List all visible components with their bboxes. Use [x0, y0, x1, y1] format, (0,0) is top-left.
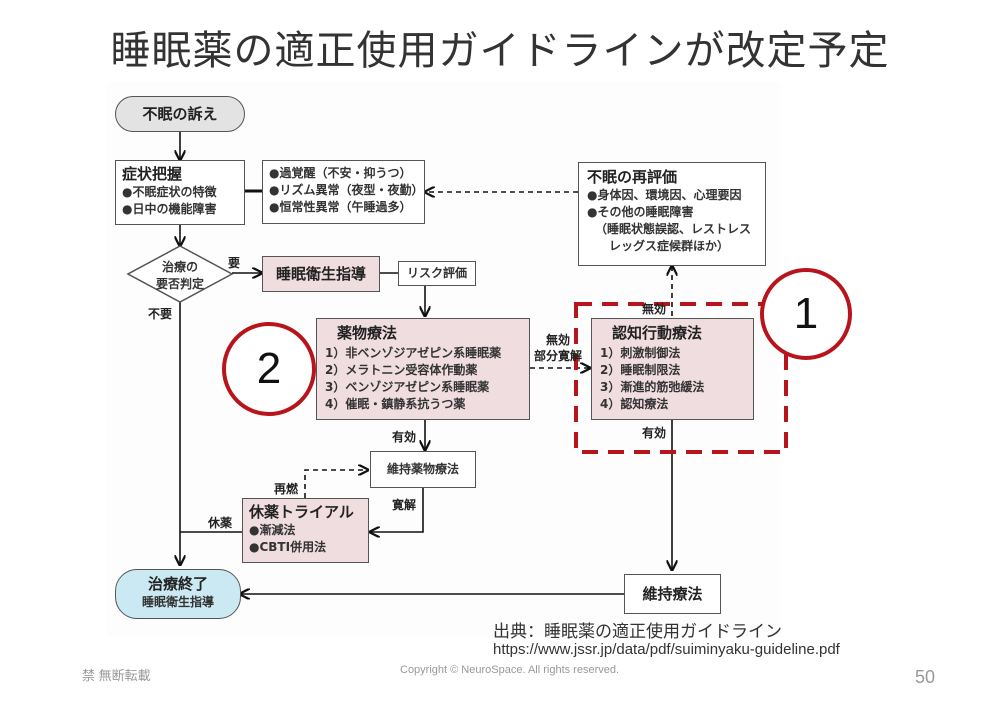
symptom-node: 症状把握 ●不眠症状の特徴 ●日中の機能障害 [115, 160, 245, 225]
differential-item: ●リズム異常（夜型・夜勤） [269, 183, 424, 197]
end-node: 治療終了 睡眠衛生指導 [115, 569, 241, 619]
risk-node: リスク評価 [398, 261, 476, 286]
differential-node: ●過覚醒（不安・抑うつ） ●リズム異常（夜型・夜勤） ●恒常性異常（午睡過多） [262, 160, 425, 224]
reassess-title: 不眠の再評価 [587, 168, 678, 186]
label-no-need: 不要 [148, 307, 173, 321]
marker-one-text: 1 [793, 289, 819, 338]
decision-line2: 要否判定 [155, 277, 204, 291]
cbt-item: 1）刺激制御法 [600, 346, 681, 360]
label-need: 要 [228, 256, 241, 270]
reassess-node: 不眠の再評価 ●身体因、環境因、心理要因 ●その他の睡眠障害 （睡眠状態誤認、レ… [578, 162, 766, 266]
complaint-node: 不眠の訴え [115, 96, 245, 132]
label-ineffective-cbt: 無効 [642, 302, 667, 316]
arrow-maintdrug-trial [370, 488, 424, 532]
trial-item: ●漸減法 [249, 523, 296, 537]
cbt-node: 認知行動療法 1）刺激制御法 2）睡眠制限法 3）漸進的筋弛緩法 4）認知療法 [591, 318, 754, 420]
reassess-item: ●身体因、環境因、心理要因 [587, 188, 742, 202]
drug-item: 2）メラトニン受容体作動薬 [325, 363, 478, 377]
cbt-item: 2）睡眠制限法 [600, 363, 681, 377]
risk-text: リスク評価 [406, 266, 467, 280]
maintenance-drug-node: 維持薬物療法 [370, 451, 476, 488]
source-label: 出典：睡眠薬の適正使用ガイドライン [493, 622, 782, 642]
footer-no-reproduction: 禁 無断転載 [82, 668, 151, 683]
reassess-item: ●その他の睡眠障害 [587, 205, 694, 219]
maintenance-node: 維持療法 [624, 574, 721, 614]
differential-item: ●過覚醒（不安・抑うつ） [269, 166, 412, 180]
reassess-item: レッグス症候群ほか） [609, 239, 730, 253]
trial-title: 休薬トライアル [249, 503, 354, 521]
source-url[interactable]: https://www.jssr.jp/data/pdf/suiminyaku-… [493, 641, 840, 658]
marker-two: 2 [222, 322, 316, 416]
trial-node: 休薬トライアル ●漸減法 ●CBTI併用法 [242, 498, 369, 563]
drug-item: 4）催眠・鎮静系抗うつ薬 [325, 397, 466, 411]
marker-one: 1 [760, 268, 852, 360]
complaint-text: 不眠の訴え [142, 105, 218, 123]
label-relapse: 再燃 [274, 482, 299, 496]
hygiene-node: 睡眠衛生指導 [262, 256, 380, 292]
end-sub: 睡眠衛生指導 [141, 595, 214, 609]
marker-two-text: 2 [256, 344, 282, 393]
maintenance-drug-text: 維持薬物療法 [386, 462, 459, 476]
end-title: 治療終了 [147, 575, 208, 593]
label-withdraw: 休薬 [208, 516, 233, 530]
drug-item: 3）ベンゾジアゼピン系睡眠薬 [325, 380, 490, 394]
hygiene-text: 睡眠衛生指導 [275, 265, 366, 283]
reassess-item: （睡眠状態誤認、レストレス [595, 222, 752, 236]
decision-diamond [126, 245, 234, 303]
label-effective-drug: 有効 [392, 430, 417, 444]
symptom-title: 症状把握 [122, 165, 183, 183]
symptom-item: ●不眠症状の特徴 [122, 185, 217, 199]
footer-copyright: Copyright © NeuroSpace. All rights reser… [400, 664, 620, 676]
differential-item: ●恒常性異常（午睡過多） [269, 200, 412, 214]
page-number: 50 [915, 667, 936, 687]
drug-therapy-node: 薬物療法 1）非ベンゾジアゼピン系睡眠薬 2）メラトニン受容体作動薬 3）ベンゾ… [316, 318, 530, 420]
symptom-item: ●日中の機能障害 [122, 202, 217, 216]
label-partial-remission: 部分寛解 [534, 349, 583, 363]
arrow-trial-maintdrug [304, 470, 368, 498]
label-ineffective: 無効 [546, 333, 571, 347]
cbt-item: 4）認知療法 [600, 397, 669, 411]
drug-title: 薬物療法 [337, 324, 398, 342]
cbt-highlight-frame [574, 302, 788, 454]
label-effective-cbt: 有効 [642, 426, 667, 440]
drug-item: 1）非ベンゾジアゼピン系睡眠薬 [325, 346, 502, 360]
cbt-item: 3）漸進的筋弛緩法 [600, 380, 705, 394]
slide-title: 睡眠薬の適正使用ガイドラインが改定予定 [110, 28, 890, 74]
cbt-title: 認知行動療法 [612, 324, 703, 342]
maintenance-text: 維持療法 [642, 585, 703, 603]
decision-line1: 治療の [161, 260, 198, 274]
decision-text: 治療の 要否判定 [140, 259, 220, 293]
label-remission: 寛解 [392, 498, 417, 512]
trial-item: ●CBTI併用法 [249, 540, 327, 554]
